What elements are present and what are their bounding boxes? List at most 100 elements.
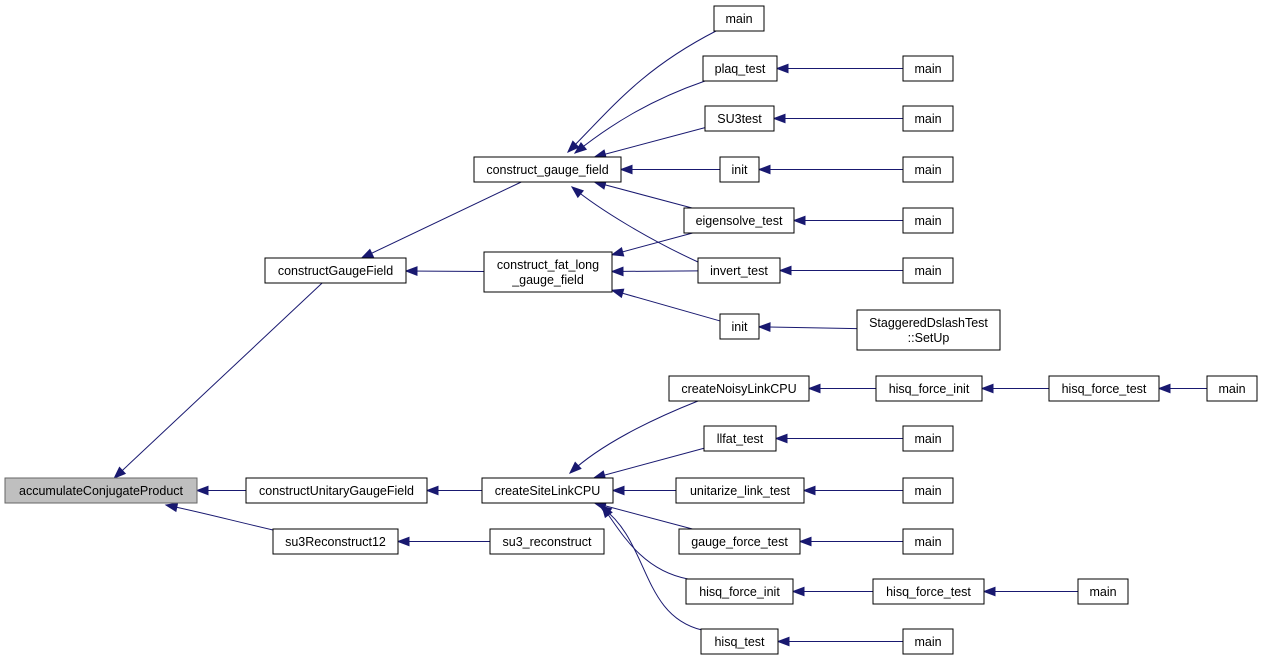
node-init-b[interactable]: init [719, 313, 760, 340]
node-label: _gauge_field [511, 273, 584, 287]
edge-line [165, 504, 274, 531]
edge-eigensolve_test-to-construct_gauge_field [593, 180, 693, 209]
node-main-hisqtest[interactable]: main [902, 628, 954, 655]
node-box[interactable] [481, 477, 614, 504]
node-main-invert[interactable]: main [902, 257, 954, 284]
node-box[interactable] [1206, 375, 1258, 402]
node-box[interactable] [856, 309, 1001, 351]
node-main-init[interactable]: main [902, 156, 954, 183]
node-box[interactable] [902, 207, 954, 234]
node-constructUnitaryGaugeField[interactable]: constructUnitaryGaugeField [245, 477, 428, 504]
node-plaq-test[interactable]: plaq_test [702, 55, 778, 82]
node-box[interactable] [675, 477, 805, 504]
node-hisq-force-init-a[interactable]: hisq_force_init [875, 375, 983, 402]
edge-arrowhead [195, 485, 209, 496]
node-construct-gauge-field[interactable]: construct_gauge_field [473, 156, 622, 183]
node-hisq-test[interactable]: hisq_test [700, 628, 779, 655]
node-label: main [1218, 382, 1245, 396]
node-box[interactable] [704, 105, 775, 132]
node-label: createNoisyLinkCPU [681, 382, 796, 396]
node-createSiteLinkCPU[interactable]: createSiteLinkCPU [481, 477, 614, 504]
node-main-hisqa[interactable]: main [1206, 375, 1258, 402]
edge-hisq_force_init_a-to-createNoisyLinkCPU [807, 383, 876, 394]
node-hisq-force-test-b[interactable]: hisq_force_test [872, 578, 985, 605]
node-llfat-test[interactable]: llfat_test [703, 425, 777, 452]
node-box[interactable] [489, 528, 605, 555]
node-box[interactable] [902, 257, 954, 284]
node-main-a[interactable]: main [713, 5, 765, 32]
node-box[interactable] [1077, 578, 1129, 605]
node-box[interactable] [902, 528, 954, 555]
node-box[interactable] [678, 528, 801, 555]
node-box[interactable] [719, 156, 760, 183]
edge-arrowhead [573, 141, 588, 154]
edge-main_invert-to-invert_test [778, 265, 903, 276]
node-createNoisyLinkCPU[interactable]: createNoisyLinkCPU [668, 375, 810, 402]
edge-hisq_force_test_b-to-hisq_force_init_b [791, 586, 873, 597]
node-box[interactable] [902, 628, 954, 655]
edge-main_unitarize-to-unitarize_link_test [802, 485, 903, 496]
node-main-gauge[interactable]: main [902, 528, 954, 555]
node-StaggeredDslashTest-SetUp[interactable]: StaggeredDslashTest::SetUp [856, 309, 1001, 351]
node-box[interactable] [245, 477, 428, 504]
node-box[interactable] [473, 156, 622, 183]
node-construct-fat-long-gauge-field[interactable]: construct_fat_long_gauge_field [483, 251, 613, 293]
node-hisq-force-test-a[interactable]: hisq_force_test [1048, 375, 1160, 402]
node-box[interactable] [872, 578, 985, 605]
node-su3Reconstruct12[interactable]: su3Reconstruct12 [272, 528, 399, 555]
node-main-eigen[interactable]: main [902, 207, 954, 234]
node-eigensolve-test[interactable]: eigensolve_test [683, 207, 795, 234]
edge-invert_test-to-construct_gauge_field [570, 186, 699, 263]
node-box[interactable] [902, 156, 954, 183]
node-main-hisqb[interactable]: main [1077, 578, 1129, 605]
node-label: main [914, 432, 941, 446]
node-box[interactable] [902, 55, 954, 82]
node-box[interactable] [1048, 375, 1160, 402]
node-unitarize-link-test[interactable]: unitarize_link_test [675, 477, 805, 504]
node-init-a[interactable]: init [719, 156, 760, 183]
edge-arrowhead [425, 485, 439, 496]
node-label: accumulateConjugateProduct [19, 484, 184, 498]
edge-arrowhead [610, 266, 624, 277]
node-box[interactable] [719, 313, 760, 340]
edge-createNoisyLinkCPU-to-createSiteLinkCPU [568, 400, 699, 474]
node-box[interactable] [685, 578, 794, 605]
edge-line [611, 289, 721, 322]
node-box[interactable] [902, 105, 954, 132]
edge-arrowhead [567, 140, 580, 153]
node-box[interactable] [4, 477, 198, 504]
node-SU3test[interactable]: SU3test [704, 105, 775, 132]
node-accumulateConjugateProduct[interactable]: accumulateConjugateProduct [4, 477, 198, 504]
node-box[interactable] [902, 477, 954, 504]
node-box[interactable] [483, 251, 613, 293]
edge-line [569, 400, 699, 474]
node-invert-test[interactable]: invert_test [697, 257, 781, 284]
edge-arrowhead [610, 288, 625, 299]
node-gauge-force-test[interactable]: gauge_force_test [678, 528, 801, 555]
node-label: constructUnitaryGaugeField [259, 484, 414, 498]
node-box[interactable] [683, 207, 795, 234]
node-box[interactable] [700, 628, 779, 655]
node-main-llfat[interactable]: main [902, 425, 954, 452]
node-box[interactable] [703, 425, 777, 452]
node-constructGaugeField[interactable]: constructGaugeField [264, 257, 407, 284]
edge-main_llfat-to-llfat_test [774, 433, 903, 444]
node-box[interactable] [702, 55, 778, 82]
node-label: SU3test [717, 112, 762, 126]
node-box[interactable] [713, 5, 765, 32]
edge-line [601, 505, 689, 580]
edge-main_plaq-to-plaq_test [775, 63, 903, 74]
node-box[interactable] [697, 257, 781, 284]
node-main-su3[interactable]: main [902, 105, 954, 132]
node-box[interactable] [264, 257, 407, 284]
node-su3-reconstruct[interactable]: su3_reconstruct [489, 528, 605, 555]
node-box[interactable] [272, 528, 399, 555]
node-hisq-force-init-b[interactable]: hisq_force_init [685, 578, 794, 605]
node-box[interactable] [668, 375, 810, 402]
node-main-unitarize[interactable]: main [902, 477, 954, 504]
node-label: hisq_test [714, 635, 765, 649]
node-box[interactable] [875, 375, 983, 402]
edge-main_a-to-construct_gauge_field [567, 30, 717, 153]
node-box[interactable] [902, 425, 954, 452]
node-main-plaq[interactable]: main [902, 55, 954, 82]
